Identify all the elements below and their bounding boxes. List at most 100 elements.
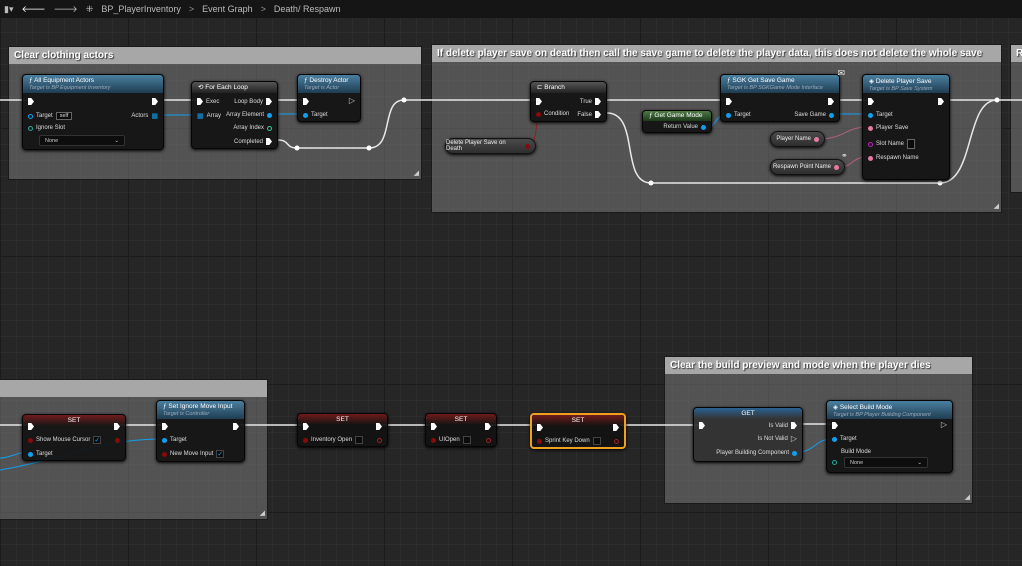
exec-out-pin[interactable] [828, 98, 834, 105]
exec-out-pin[interactable] [266, 98, 272, 105]
condition-pin[interactable] [536, 111, 541, 117]
node-set-sprint-key-down[interactable]: SET Sprint Key Down [530, 413, 626, 449]
node-get-player-building-component[interactable]: GET Is Valid Is Not Valid▷ Player Buildi… [693, 407, 803, 462]
string-pin[interactable] [814, 136, 819, 142]
exec-in-pin[interactable] [726, 98, 732, 105]
exec-in-pin[interactable] [303, 423, 309, 430]
exec-in-pin[interactable] [537, 424, 543, 431]
build-mode-pin[interactable] [832, 460, 837, 465]
true-exec-pin[interactable] [595, 98, 601, 105]
node-get-game-mode[interactable]: ƒ Get Game Mode Return Value [642, 110, 712, 133]
target-pin[interactable] [162, 437, 167, 443]
ignore-slot-pin[interactable] [28, 125, 33, 131]
resize-grip-icon[interactable]: ◢ [259, 510, 265, 517]
exec-in-pin[interactable] [303, 98, 309, 105]
resize-grip-icon[interactable]: ◢ [413, 170, 419, 177]
exec-out-pin[interactable] [114, 423, 120, 430]
target-pin[interactable] [303, 112, 308, 118]
exec-in-pin[interactable] [832, 422, 838, 429]
sprint-key-down-checkbox[interactable] [592, 437, 601, 445]
bool-out-pin[interactable] [614, 439, 619, 444]
bool-pin[interactable] [303, 437, 308, 443]
bool-out-pin[interactable] [115, 438, 120, 443]
bool-pin[interactable] [525, 143, 530, 149]
resize-grip-icon[interactable]: ◢ [993, 203, 999, 210]
bool-out-pin[interactable] [486, 438, 491, 443]
exec-in-pin[interactable] [868, 98, 874, 105]
component-pin[interactable] [792, 450, 797, 456]
resize-grip-icon[interactable]: ◢ [964, 494, 970, 501]
exec-in-pin[interactable] [197, 98, 203, 105]
breadcrumb-graph[interactable]: Event Graph [202, 4, 253, 14]
bool-pin[interactable] [162, 451, 167, 457]
return-value-pin[interactable] [701, 124, 706, 130]
node-set-show-mouse-cursor[interactable]: SET Show Mouse Cursor✓ Target [22, 414, 126, 461]
false-exec-pin[interactable] [595, 111, 601, 118]
exec-out-pin[interactable] [376, 423, 382, 430]
uiopen-checkbox[interactable] [462, 436, 471, 444]
exec-out-pin[interactable] [152, 98, 158, 105]
exec-out-pin[interactable]: ▷ [940, 420, 947, 429]
ignore-slot-dropdown[interactable]: None⌄ [39, 135, 125, 146]
exec-out-pin[interactable] [613, 424, 619, 431]
respawn-name-pin[interactable] [868, 155, 873, 161]
pin-label: Respawn Name [876, 155, 919, 161]
bool-pin[interactable] [28, 437, 33, 443]
node-branch[interactable]: ⊏ Branch True Condition False [530, 81, 607, 122]
forward-arrow-icon[interactable]: 🡒 [53, 3, 78, 14]
breadcrumb-blueprint[interactable]: BP_PlayerInventory [101, 4, 181, 14]
exec-in-pin[interactable] [28, 98, 34, 105]
node-set-uiopen[interactable]: SET UIOpen [425, 413, 497, 447]
exec-in-pin[interactable] [28, 423, 34, 430]
string-pin[interactable] [834, 164, 839, 170]
player-save-pin[interactable] [868, 125, 873, 131]
exec-out-pin[interactable]: ▷ [348, 96, 355, 105]
is-valid-exec-pin[interactable] [791, 422, 797, 429]
target-pin[interactable] [28, 451, 33, 457]
target-pin[interactable] [726, 112, 731, 118]
variable-delete-player-save-on-death[interactable]: Delete Player Save on Death [445, 138, 536, 154]
save-game-pin[interactable] [829, 112, 834, 118]
inventory-open-checkbox[interactable] [355, 436, 364, 444]
array-pin-icon[interactable]: ▦ [151, 113, 158, 120]
array-element-pin[interactable] [267, 112, 272, 118]
exec-out-pin[interactable] [266, 138, 272, 145]
new-move-input-checkbox[interactable]: ✓ [216, 450, 225, 458]
exec-in-pin[interactable] [536, 98, 542, 105]
bool-pin[interactable] [431, 437, 436, 443]
target-pin[interactable] [868, 112, 873, 118]
target-pin[interactable] [832, 436, 837, 442]
is-not-valid-exec-pin[interactable]: ▷ [790, 434, 797, 443]
exec-out-pin[interactable] [485, 423, 491, 430]
array-index-pin[interactable] [267, 125, 272, 131]
show-mouse-cursor-checkbox[interactable]: ✓ [93, 436, 102, 444]
back-arrow-icon[interactable]: 🡐 [21, 3, 46, 14]
build-mode-dropdown[interactable]: None⌄ [844, 457, 928, 468]
node-for-each-loop[interactable]: ⟲ For Each Loop Exec Loop Body ▦Array Ar… [191, 81, 278, 149]
bookmark-icon[interactable]: ▮▾ [4, 3, 14, 14]
exec-in-pin[interactable] [699, 422, 705, 429]
target-value[interactable]: self [55, 112, 73, 120]
breadcrumb-subgraph[interactable]: Death/ Respawn [273, 4, 341, 14]
slot-name-input[interactable] [907, 139, 916, 149]
comment-partial[interactable]: R [1010, 44, 1022, 193]
slot-name-pin[interactable] [868, 141, 873, 147]
exec-out-pin[interactable] [233, 423, 239, 430]
variable-player-name[interactable]: Player Name [770, 131, 825, 147]
node-set-inventory-open[interactable]: SET Inventory Open [297, 413, 388, 447]
exec-out-pin[interactable] [938, 98, 944, 105]
exec-in-pin[interactable] [162, 423, 168, 430]
graph-icon: ⁜ [85, 3, 94, 14]
bool-pin[interactable] [537, 438, 542, 444]
variable-respawn-point-name[interactable]: Respawn Point Name [770, 159, 845, 175]
exec-in-pin[interactable] [431, 423, 437, 430]
bool-out-pin[interactable] [377, 438, 382, 443]
target-pin[interactable] [28, 113, 33, 119]
array-pin-icon[interactable]: ▦ [197, 113, 204, 120]
